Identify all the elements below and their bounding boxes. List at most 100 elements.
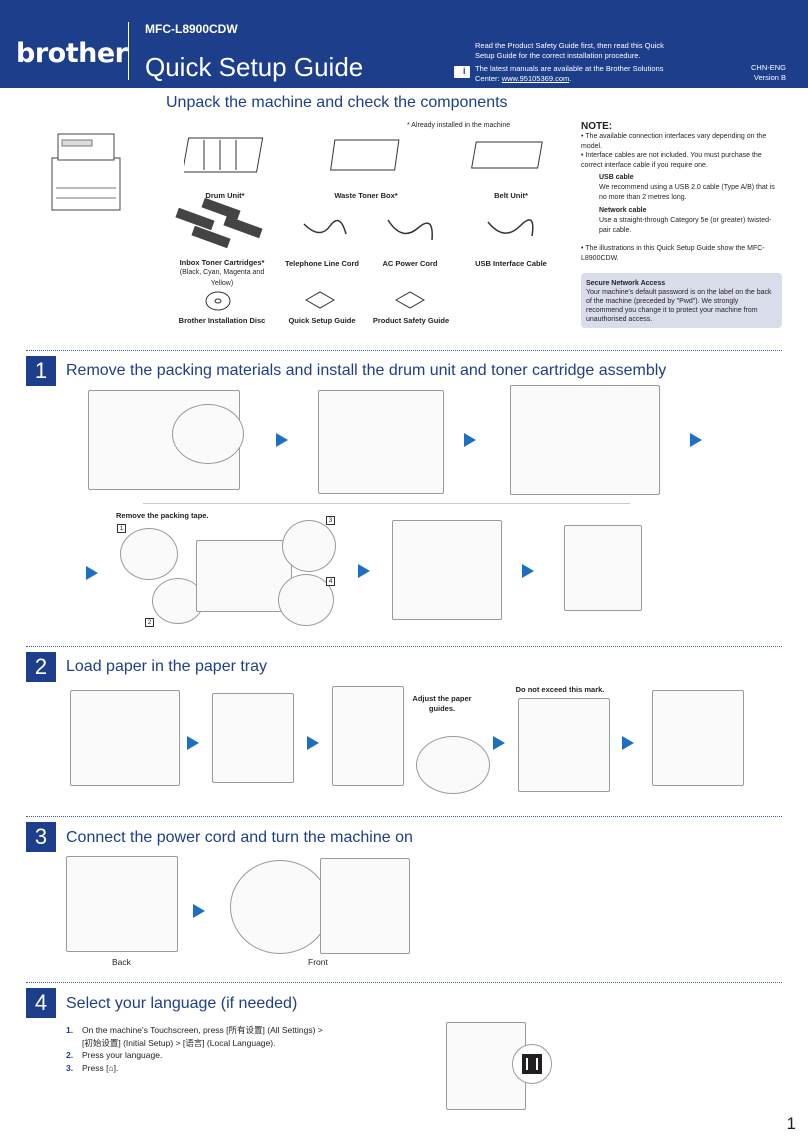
component-label: USB Interface Cable bbox=[475, 259, 547, 268]
instruction-row: 2.Press your language. bbox=[66, 1049, 323, 1062]
step1-illustration-remove-packing bbox=[510, 385, 660, 495]
step3-illustration-front bbox=[320, 858, 410, 954]
component-label: Waste Toner Box* bbox=[334, 191, 398, 200]
manuals-note: The latest manuals are available at the … bbox=[475, 64, 664, 83]
installed-note: * Already installed in the machine bbox=[407, 122, 511, 129]
model-name: MFC-L8900CDW bbox=[145, 22, 238, 36]
step2-illustration-load-paper bbox=[518, 698, 610, 792]
section-divider bbox=[26, 646, 782, 647]
drum-unit-image bbox=[184, 137, 264, 173]
next-arrow-icon bbox=[464, 433, 476, 447]
step-number: 1 bbox=[26, 356, 56, 386]
step-number: 2 bbox=[26, 652, 56, 682]
unpack-title: Unpack the machine and check the compone… bbox=[166, 94, 508, 111]
instruction-row: 1.On the machine's Touchscreen, press [所… bbox=[66, 1024, 323, 1037]
settings-wrench-icon bbox=[522, 1054, 542, 1074]
manual-book-icon bbox=[454, 66, 470, 78]
step-title: Connect the power cord and turn the mach… bbox=[66, 829, 413, 846]
page-number: 1 bbox=[786, 1114, 796, 1133]
instruction-row: [初始设置] (Initial Setup) > [语言] (Local Lan… bbox=[66, 1037, 323, 1050]
marker-3: 3 bbox=[326, 516, 335, 525]
next-arrow-icon bbox=[86, 566, 98, 580]
step2-illustration-press-lever bbox=[212, 693, 294, 783]
step1-subdivider bbox=[143, 503, 630, 504]
manuals-text: The latest manuals are available at the … bbox=[475, 64, 664, 83]
step2-illustration-paper-guides bbox=[332, 686, 404, 786]
step3-power-button-detail bbox=[230, 860, 330, 954]
component-sublabel: (Black, Cyan, Magenta and Yellow) bbox=[179, 269, 265, 287]
usb-text: We recommend using a USB 2.0 cable (Type… bbox=[599, 184, 775, 201]
next-arrow-icon bbox=[193, 904, 205, 918]
next-arrow-icon bbox=[276, 433, 288, 447]
step2-illustration-insert-tray bbox=[652, 690, 744, 786]
component-label: Drum Unit* bbox=[205, 191, 245, 200]
support-link[interactable]: www.95105369.com bbox=[501, 74, 570, 83]
component-label: Telephone Line Cord bbox=[284, 259, 360, 268]
note-heading: NOTE: bbox=[581, 121, 613, 132]
marker-2: 2 bbox=[145, 618, 154, 627]
safety-note: Read the Product Safety Guide first, the… bbox=[475, 41, 664, 60]
section-divider bbox=[26, 982, 782, 983]
waste-toner-box-image bbox=[330, 139, 400, 171]
brother-logo: brother bbox=[16, 38, 128, 69]
component-label: Quick Setup Guide bbox=[288, 316, 356, 325]
instruction-row: 3.Press [⌂]. bbox=[66, 1062, 323, 1075]
quick-setup-guide-image bbox=[304, 291, 336, 309]
next-arrow-icon bbox=[187, 736, 199, 750]
usb-cable-image bbox=[487, 219, 534, 237]
version-info: CHN-ENG Version B bbox=[751, 63, 786, 83]
component-label: AC Power Cord bbox=[382, 259, 438, 268]
component-label: Inbox Toner Cartridges* bbox=[179, 258, 265, 267]
step-number: 3 bbox=[26, 822, 56, 852]
instruction-text: Press your language. bbox=[82, 1050, 163, 1060]
next-arrow-icon bbox=[690, 433, 702, 447]
next-arrow-icon bbox=[358, 564, 370, 578]
section-divider bbox=[26, 816, 782, 817]
component-label: Brother Installation Disc bbox=[178, 316, 266, 325]
lang-code: CHN-ENG bbox=[751, 63, 786, 72]
front-label: Front bbox=[308, 957, 328, 967]
step-index bbox=[66, 1037, 82, 1050]
tape-detail-circle-2 bbox=[152, 578, 204, 624]
step1-illustration-remove-drum bbox=[318, 390, 444, 494]
next-arrow-icon bbox=[307, 736, 319, 750]
instruction-text: On the machine's Touchscreen, press [所有设… bbox=[82, 1025, 323, 1035]
usb-heading: USB cable bbox=[599, 174, 634, 181]
tape-detail-circle-1 bbox=[120, 528, 178, 580]
marker-1: 1 bbox=[117, 524, 126, 533]
toner-cartridges-image bbox=[175, 198, 263, 249]
step-title: Remove the packing materials and install… bbox=[66, 362, 667, 379]
instruction-text: Press [⌂]. bbox=[82, 1062, 119, 1073]
component-label: Product Safety Guide bbox=[372, 316, 450, 325]
marker-4: 4 bbox=[326, 577, 335, 586]
component-label: Belt Unit* bbox=[494, 191, 528, 200]
next-arrow-icon bbox=[622, 736, 634, 750]
step2-detail-circle bbox=[416, 736, 490, 794]
network-text: Use a straight-through Category 5e (or g… bbox=[599, 217, 772, 234]
belt-unit-image bbox=[471, 141, 543, 169]
note-bullet: • The available connection interfaces va… bbox=[581, 133, 767, 150]
step-number: 4 bbox=[26, 988, 56, 1018]
header-divider bbox=[128, 22, 129, 80]
instruction-text: [初始设置] (Initial Setup) > [语言] (Local Lan… bbox=[82, 1037, 276, 1048]
step1-illustration-insert-drum bbox=[392, 520, 502, 620]
header-banner: brother MFC-L8900CDW Quick Setup Guide R… bbox=[0, 0, 808, 88]
step1-illustration-close-cover bbox=[564, 525, 642, 611]
max-mark-label: Do not exceed this mark. bbox=[515, 685, 605, 694]
telephone-cord-image bbox=[303, 219, 347, 235]
installation-disc-image bbox=[205, 291, 231, 311]
secure-network-box: Secure Network Access Your machine's def… bbox=[581, 273, 782, 328]
step3-illustration-back-power bbox=[66, 856, 178, 952]
machine-illustration bbox=[51, 133, 121, 211]
tape-detail-circle-4 bbox=[278, 574, 334, 626]
step1-detail-circle bbox=[172, 404, 244, 464]
step2-illustration-pull-tray bbox=[70, 690, 180, 786]
secure-heading: Secure Network Access bbox=[586, 280, 666, 287]
step4-settings-detail bbox=[512, 1044, 552, 1084]
step-title: Load paper in the paper tray bbox=[66, 658, 268, 675]
version-label: Version B bbox=[753, 73, 786, 82]
section-divider bbox=[26, 350, 782, 351]
note-bullet: • The illustrations in this Quick Setup … bbox=[581, 245, 765, 262]
guides-label: Adjust the paper guides. bbox=[412, 694, 472, 713]
step1-illustration-drum-tape bbox=[196, 540, 292, 612]
